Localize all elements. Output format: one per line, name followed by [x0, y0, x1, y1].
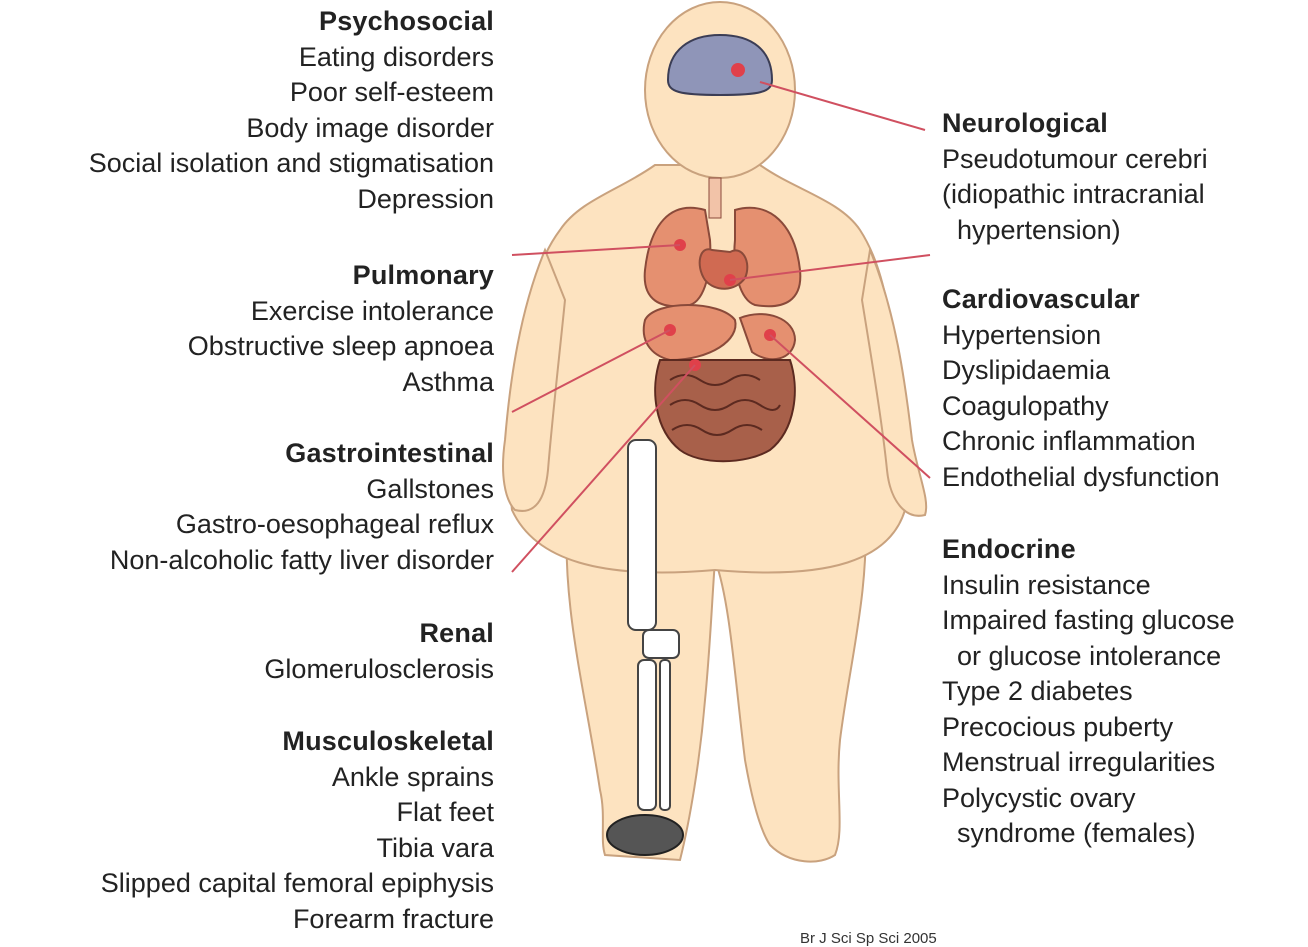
complication-item: Chronic inflammation	[942, 424, 1304, 460]
trachea	[709, 178, 721, 218]
complication-item: syndrome (females)	[942, 816, 1304, 852]
complication-item: Insulin resistance	[942, 568, 1304, 604]
complication-item: Slipped capital femoral epiphysis	[0, 866, 494, 902]
complication-item: Non-alcoholic fatty liver disorder	[0, 543, 494, 579]
group-heading: Renal	[0, 616, 494, 652]
complication-item: (idiopathic intracranial	[942, 177, 1304, 213]
complication-item: Pseudotumour cerebri	[942, 142, 1304, 178]
group-heading: Gastrointestinal	[0, 436, 494, 472]
complication-item: Obstructive sleep apnoea	[0, 329, 494, 365]
complication-item: hypertension)	[942, 213, 1304, 249]
complication-item: Social isolation and stigmatisation	[0, 146, 494, 182]
complication-item: Glomerulosclerosis	[0, 652, 494, 688]
group-heading: Neurological	[942, 106, 1304, 142]
complication-item: Body image disorder	[0, 111, 494, 147]
complication-item: Tibia vara	[0, 831, 494, 867]
complication-item: Hypertension	[942, 318, 1304, 354]
complication-item: Poor self-esteem	[0, 75, 494, 111]
brain-marker	[731, 63, 745, 77]
group-heading: Psychosocial	[0, 4, 494, 40]
group-heading: Pulmonary	[0, 258, 494, 294]
complication-item: Depression	[0, 182, 494, 218]
group-heading: Endocrine	[942, 532, 1304, 568]
complication-item: Flat feet	[0, 795, 494, 831]
complication-item: Menstrual irregularities	[942, 745, 1304, 781]
complication-item: Ankle sprains	[0, 760, 494, 796]
complication-item: Dyslipidaemia	[942, 353, 1304, 389]
complication-item: Forearm fracture	[0, 902, 494, 938]
complication-item: Endothelial dysfunction	[942, 460, 1304, 496]
citation: Br J Sci Sp Sci 2005	[800, 930, 937, 947]
complication-item: Exercise intolerance	[0, 294, 494, 330]
heart	[700, 249, 748, 289]
complication-item: Precocious puberty	[942, 710, 1304, 746]
complication-item: or glucose intolerance	[942, 639, 1304, 675]
complication-item: Gastro-oesophageal reflux	[0, 507, 494, 543]
complication-item: Type 2 diabetes	[942, 674, 1304, 710]
complication-item: Asthma	[0, 365, 494, 401]
complication-item: Gallstones	[0, 472, 494, 508]
complication-item: Coagulopathy	[942, 389, 1304, 425]
group-heading: Musculoskeletal	[0, 724, 494, 760]
group-heading: Cardiovascular	[942, 282, 1304, 318]
complication-item: Polycystic ovary	[942, 781, 1304, 817]
complication-item: Eating disorders	[0, 40, 494, 76]
complication-item: Impaired fasting glucose	[942, 603, 1304, 639]
